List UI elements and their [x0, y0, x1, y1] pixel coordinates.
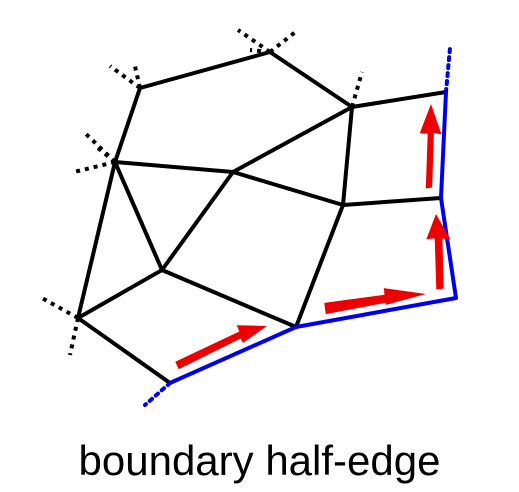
edge	[138, 50, 272, 90]
boundary-dotted-end	[143, 381, 172, 407]
edge	[231, 105, 354, 174]
stub	[41, 296, 79, 320]
edge	[350, 90, 448, 109]
stub	[73, 160, 116, 174]
boundary-edges	[143, 46, 458, 407]
edge	[76, 160, 117, 320]
caption-label: boundary half-edge	[78, 437, 441, 484]
stub	[68, 317, 80, 356]
edge	[113, 160, 235, 174]
stub	[132, 61, 142, 89]
edge	[113, 160, 164, 272]
stub	[350, 71, 364, 108]
half-edge-arrow	[419, 104, 442, 189]
continuation-stubs	[41, 28, 364, 356]
half-edge-arrow	[324, 288, 426, 315]
half-edge-arrow	[426, 214, 451, 290]
stub	[96, 146, 117, 164]
edge	[76, 316, 172, 385]
half-edge-arrows	[175, 104, 451, 370]
edge	[268, 50, 354, 109]
edge	[341, 105, 354, 207]
edge	[160, 268, 298, 329]
mesh-edges	[76, 50, 448, 385]
boundary-dotted-end	[444, 46, 452, 94]
edge	[76, 268, 164, 320]
stub	[268, 28, 300, 54]
edge	[294, 203, 345, 329]
stub	[108, 64, 142, 90]
edge	[231, 170, 345, 207]
boundary-path	[168, 90, 458, 385]
edge	[113, 86, 142, 164]
stub	[236, 28, 272, 54]
edge	[160, 170, 235, 272]
edge	[341, 196, 443, 207]
half-edge-arrow	[175, 325, 267, 370]
